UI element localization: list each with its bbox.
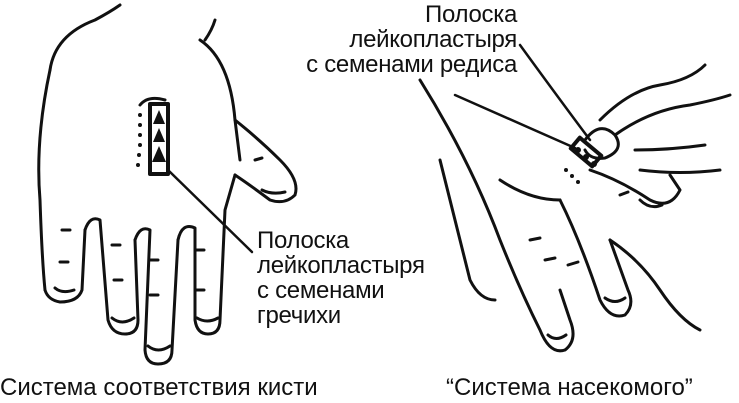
- label-line: Полоска: [257, 227, 349, 254]
- label-line: лейкопластыря: [257, 252, 425, 279]
- label-line: Полоска: [425, 1, 517, 28]
- right-caption: “Система насекомого”: [446, 374, 693, 401]
- left-caption: Система соответствия кисти: [0, 374, 318, 401]
- left-hand-drawing: [37, 3, 298, 366]
- label-line: с семенами редиса: [306, 51, 517, 78]
- buckwheat-strip-label: Полоска лейкопластыря с семенами гречихи: [257, 228, 425, 328]
- label-line: лейкопластыря: [349, 26, 517, 53]
- radish-strip-label: Полоска лейкопластыря с семенами редиса: [306, 2, 517, 77]
- label-line: с семенами: [257, 277, 385, 304]
- label-line: гречихи: [257, 302, 341, 329]
- right-hand-drawing: [418, 43, 732, 353]
